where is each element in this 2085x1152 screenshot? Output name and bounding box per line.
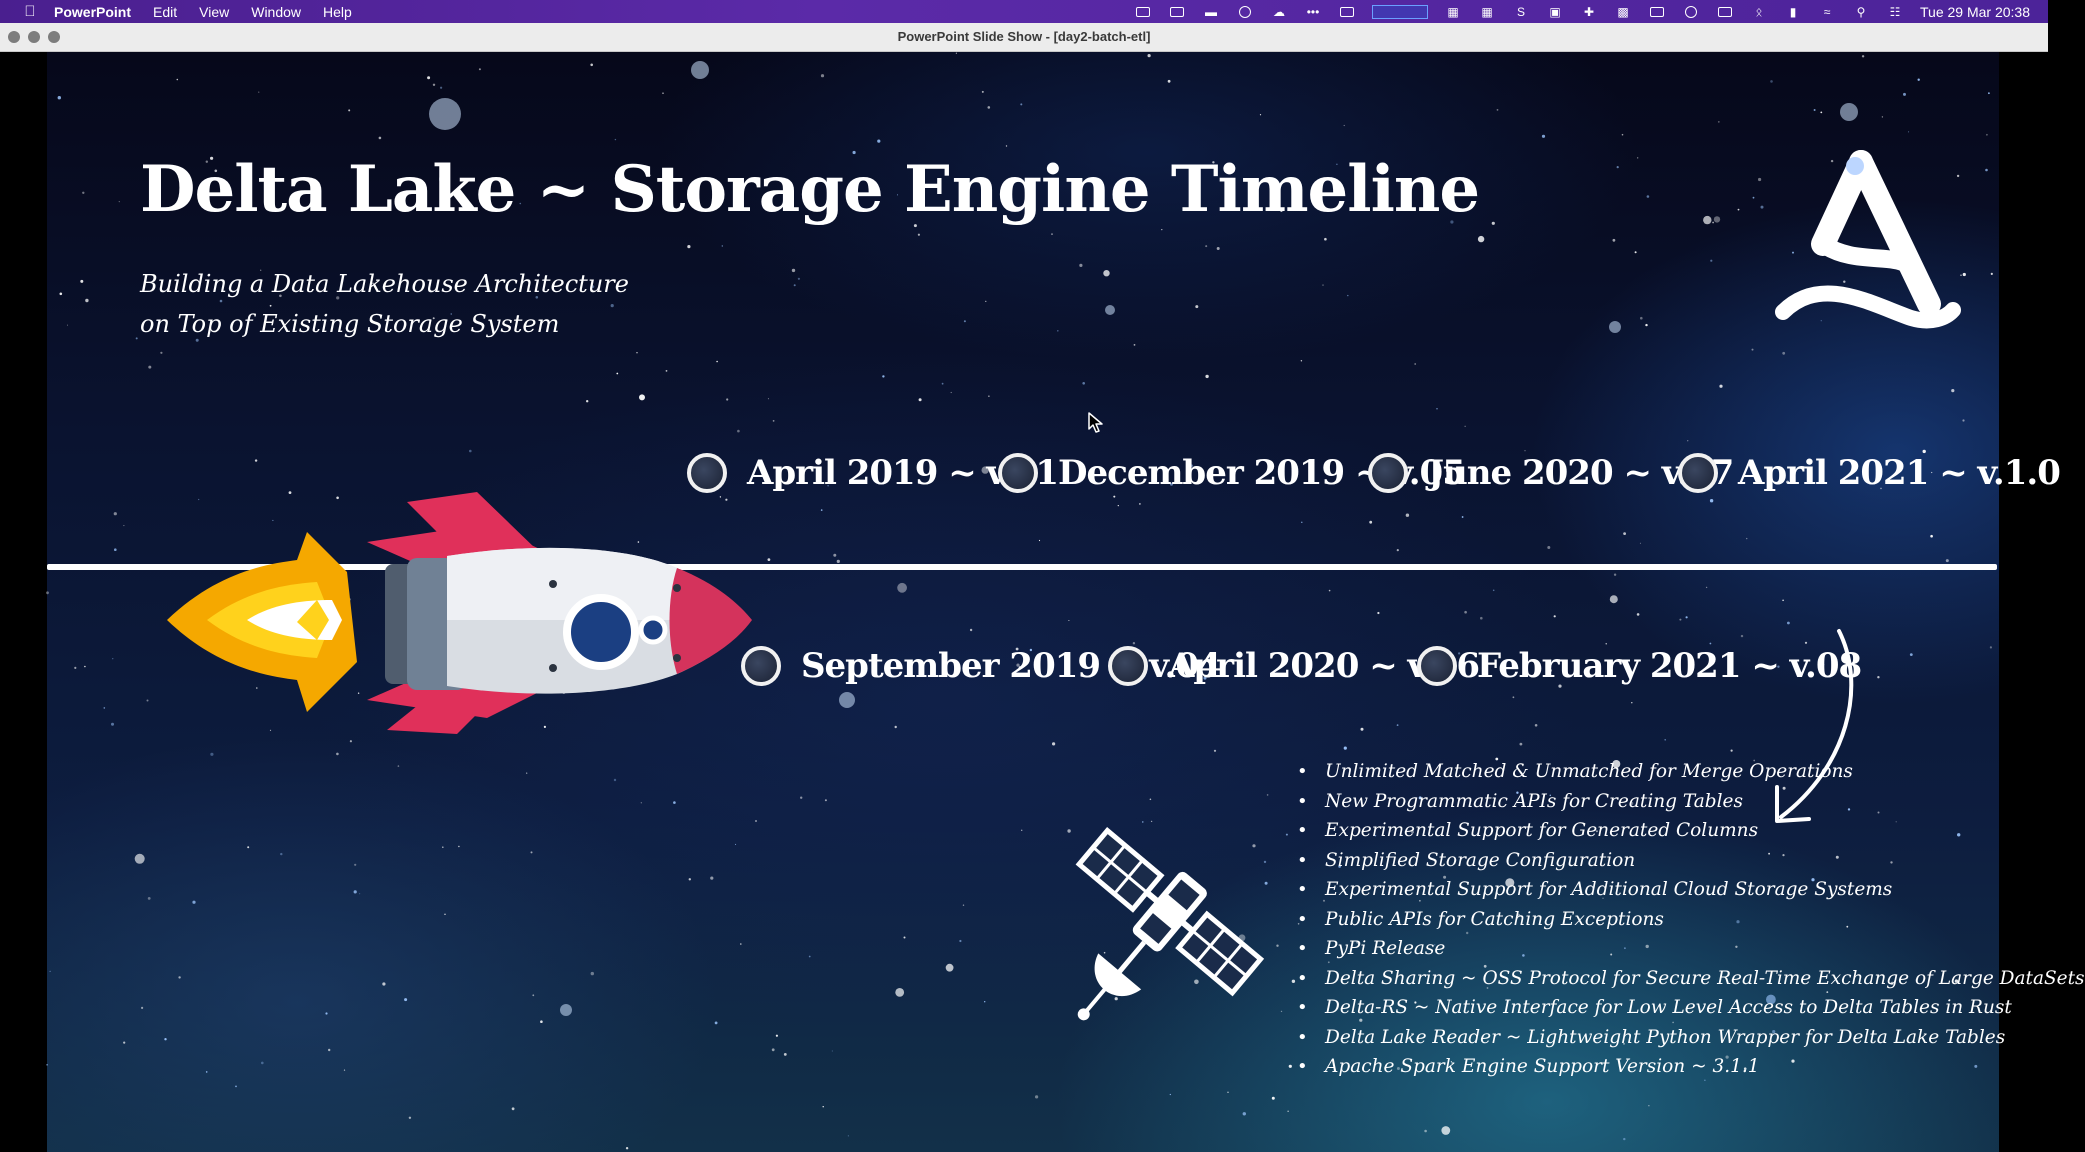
plus-cross-icon[interactable]: ✚ <box>1583 4 1595 19</box>
minimize-window-button[interactable] <box>28 31 40 43</box>
photos-icon[interactable]: ▣ <box>1549 4 1561 19</box>
slide-subtitle: Building a Data Lakehouse Architecture o… <box>140 264 629 344</box>
milestone-marker-icon <box>1108 646 1148 686</box>
memory-stats-icon[interactable]: ▦ <box>1481 4 1493 19</box>
cloud-icon[interactable]: ☁ <box>1273 4 1285 19</box>
feature-item: Delta Sharing ~ OSS Protocol for Secure … <box>1297 964 2085 994</box>
milestone-marker-icon <box>1678 453 1718 493</box>
delta-lake-logo-icon <box>1775 150 1961 329</box>
window-icon[interactable] <box>1168 5 1186 19</box>
timeline-line <box>47 564 1997 570</box>
slide[interactable]: Delta Lake ~ Storage Engine Timeline Bui… <box>46 52 2085 1152</box>
feature-item: Experimental Support for Additional Clou… <box>1297 875 2085 905</box>
milestone-marker-icon <box>1368 453 1408 493</box>
screen-record-icon[interactable] <box>1134 5 1152 19</box>
milestone-september-2019[interactable]: September 2019 ~ v.04 <box>741 646 1222 686</box>
close-window-button[interactable] <box>8 31 20 43</box>
milestone-label: February 2021 ~ v.08 <box>1477 646 1862 686</box>
feature-item: Apache Spark Engine Support Version ~ 3.… <box>1297 1052 2085 1082</box>
menu-view[interactable]: View <box>199 3 230 20</box>
feature-list: Unlimited Matched & Unmatched for Merge … <box>1297 757 2085 1082</box>
battery-icon[interactable]: ▮ <box>1789 4 1797 19</box>
control-center-icon[interactable]: ☷ <box>1889 4 1901 19</box>
milestone-label: April 2021 ~ v.1.0 <box>1738 453 2061 493</box>
rocket-icon <box>167 492 752 734</box>
apple-icon[interactable]:  <box>20 3 40 20</box>
milestone-marker-icon <box>741 646 781 686</box>
menu-edit[interactable]: Edit <box>153 3 178 20</box>
spotlight-search-icon[interactable]: ⚲ <box>1856 4 1866 19</box>
milestone-marker-icon <box>998 453 1038 493</box>
subtitle-line-2: on Top of Existing Storage System <box>140 310 560 338</box>
grid-icon[interactable]: ▩ <box>1617 4 1629 19</box>
feature-item: Delta Lake Reader ~ Lightweight Python W… <box>1297 1023 2085 1053</box>
display-icon[interactable] <box>1338 5 1356 19</box>
milestone-marker-icon <box>1417 646 1457 686</box>
feature-item: Public APIs for Catching Exceptions <box>1297 905 2085 935</box>
milestone-february-2021[interactable]: February 2021 ~ v.08 <box>1417 646 1862 686</box>
menu-help[interactable]: Help <box>323 3 352 20</box>
screens-icon[interactable] <box>1648 5 1666 19</box>
milestone-marker-icon <box>687 453 727 493</box>
mirror-icon[interactable] <box>1716 5 1734 19</box>
milestone-label: September 2019 ~ v.04 <box>801 646 1222 686</box>
feature-item: Experimental Support for Generated Colum… <box>1297 816 2085 846</box>
grammarly-icon[interactable] <box>1236 5 1254 19</box>
menu-window[interactable]: Window <box>251 3 302 20</box>
feature-item: Delta-RS ~ Native Interface for Low Leve… <box>1297 993 2085 1023</box>
zoom-window-button[interactable] <box>48 31 60 43</box>
bluetooth-icon[interactable]: ᛟ <box>1755 4 1763 19</box>
menu-bar:  PowerPoint Edit View Window Help ▬ ☁ •… <box>0 0 2048 23</box>
menu-clock[interactable]: Tue 29 Mar 20:38 <box>1920 3 2030 20</box>
more-dots-icon[interactable]: ••• <box>1306 4 1320 19</box>
cpu-stats-icon[interactable]: ▦ <box>1447 4 1459 19</box>
window-title: PowerPoint Slide Show - [day2-batch-etl] <box>897 29 1151 44</box>
satellite-icon <box>1075 827 1265 1021</box>
subtitle-line-1: Building a Data Lakehouse Architecture <box>140 270 629 298</box>
wifi-icon[interactable]: ≈ <box>1823 4 1831 19</box>
window-titlebar: PowerPoint Slide Show - [day2-batch-etl] <box>0 23 2048 52</box>
feature-item: Simplified Storage Configuration <box>1297 846 2085 876</box>
dumbbell-icon[interactable]: ▬ <box>1205 4 1217 19</box>
mouse-pointer-icon <box>1088 412 1103 433</box>
feature-item: PyPi Release <box>1297 934 2085 964</box>
feature-item: Unlimited Matched & Unmatched for Merge … <box>1297 757 2085 787</box>
feature-item: New Programmatic APIs for Creating Table… <box>1297 787 2085 817</box>
slide-show-stage[interactable]: Delta Lake ~ Storage Engine Timeline Bui… <box>0 52 2085 1152</box>
activity-meter-icon[interactable] <box>1372 4 1428 19</box>
slide-title: Delta Lake ~ Storage Engine Timeline <box>140 152 1480 227</box>
menu-app-name[interactable]: PowerPoint <box>54 3 132 20</box>
skype-icon[interactable]: S <box>1516 4 1525 19</box>
play-icon[interactable] <box>1682 5 1700 19</box>
milestone-april-2021[interactable]: April 2021 ~ v.1.0 <box>1678 453 2061 493</box>
